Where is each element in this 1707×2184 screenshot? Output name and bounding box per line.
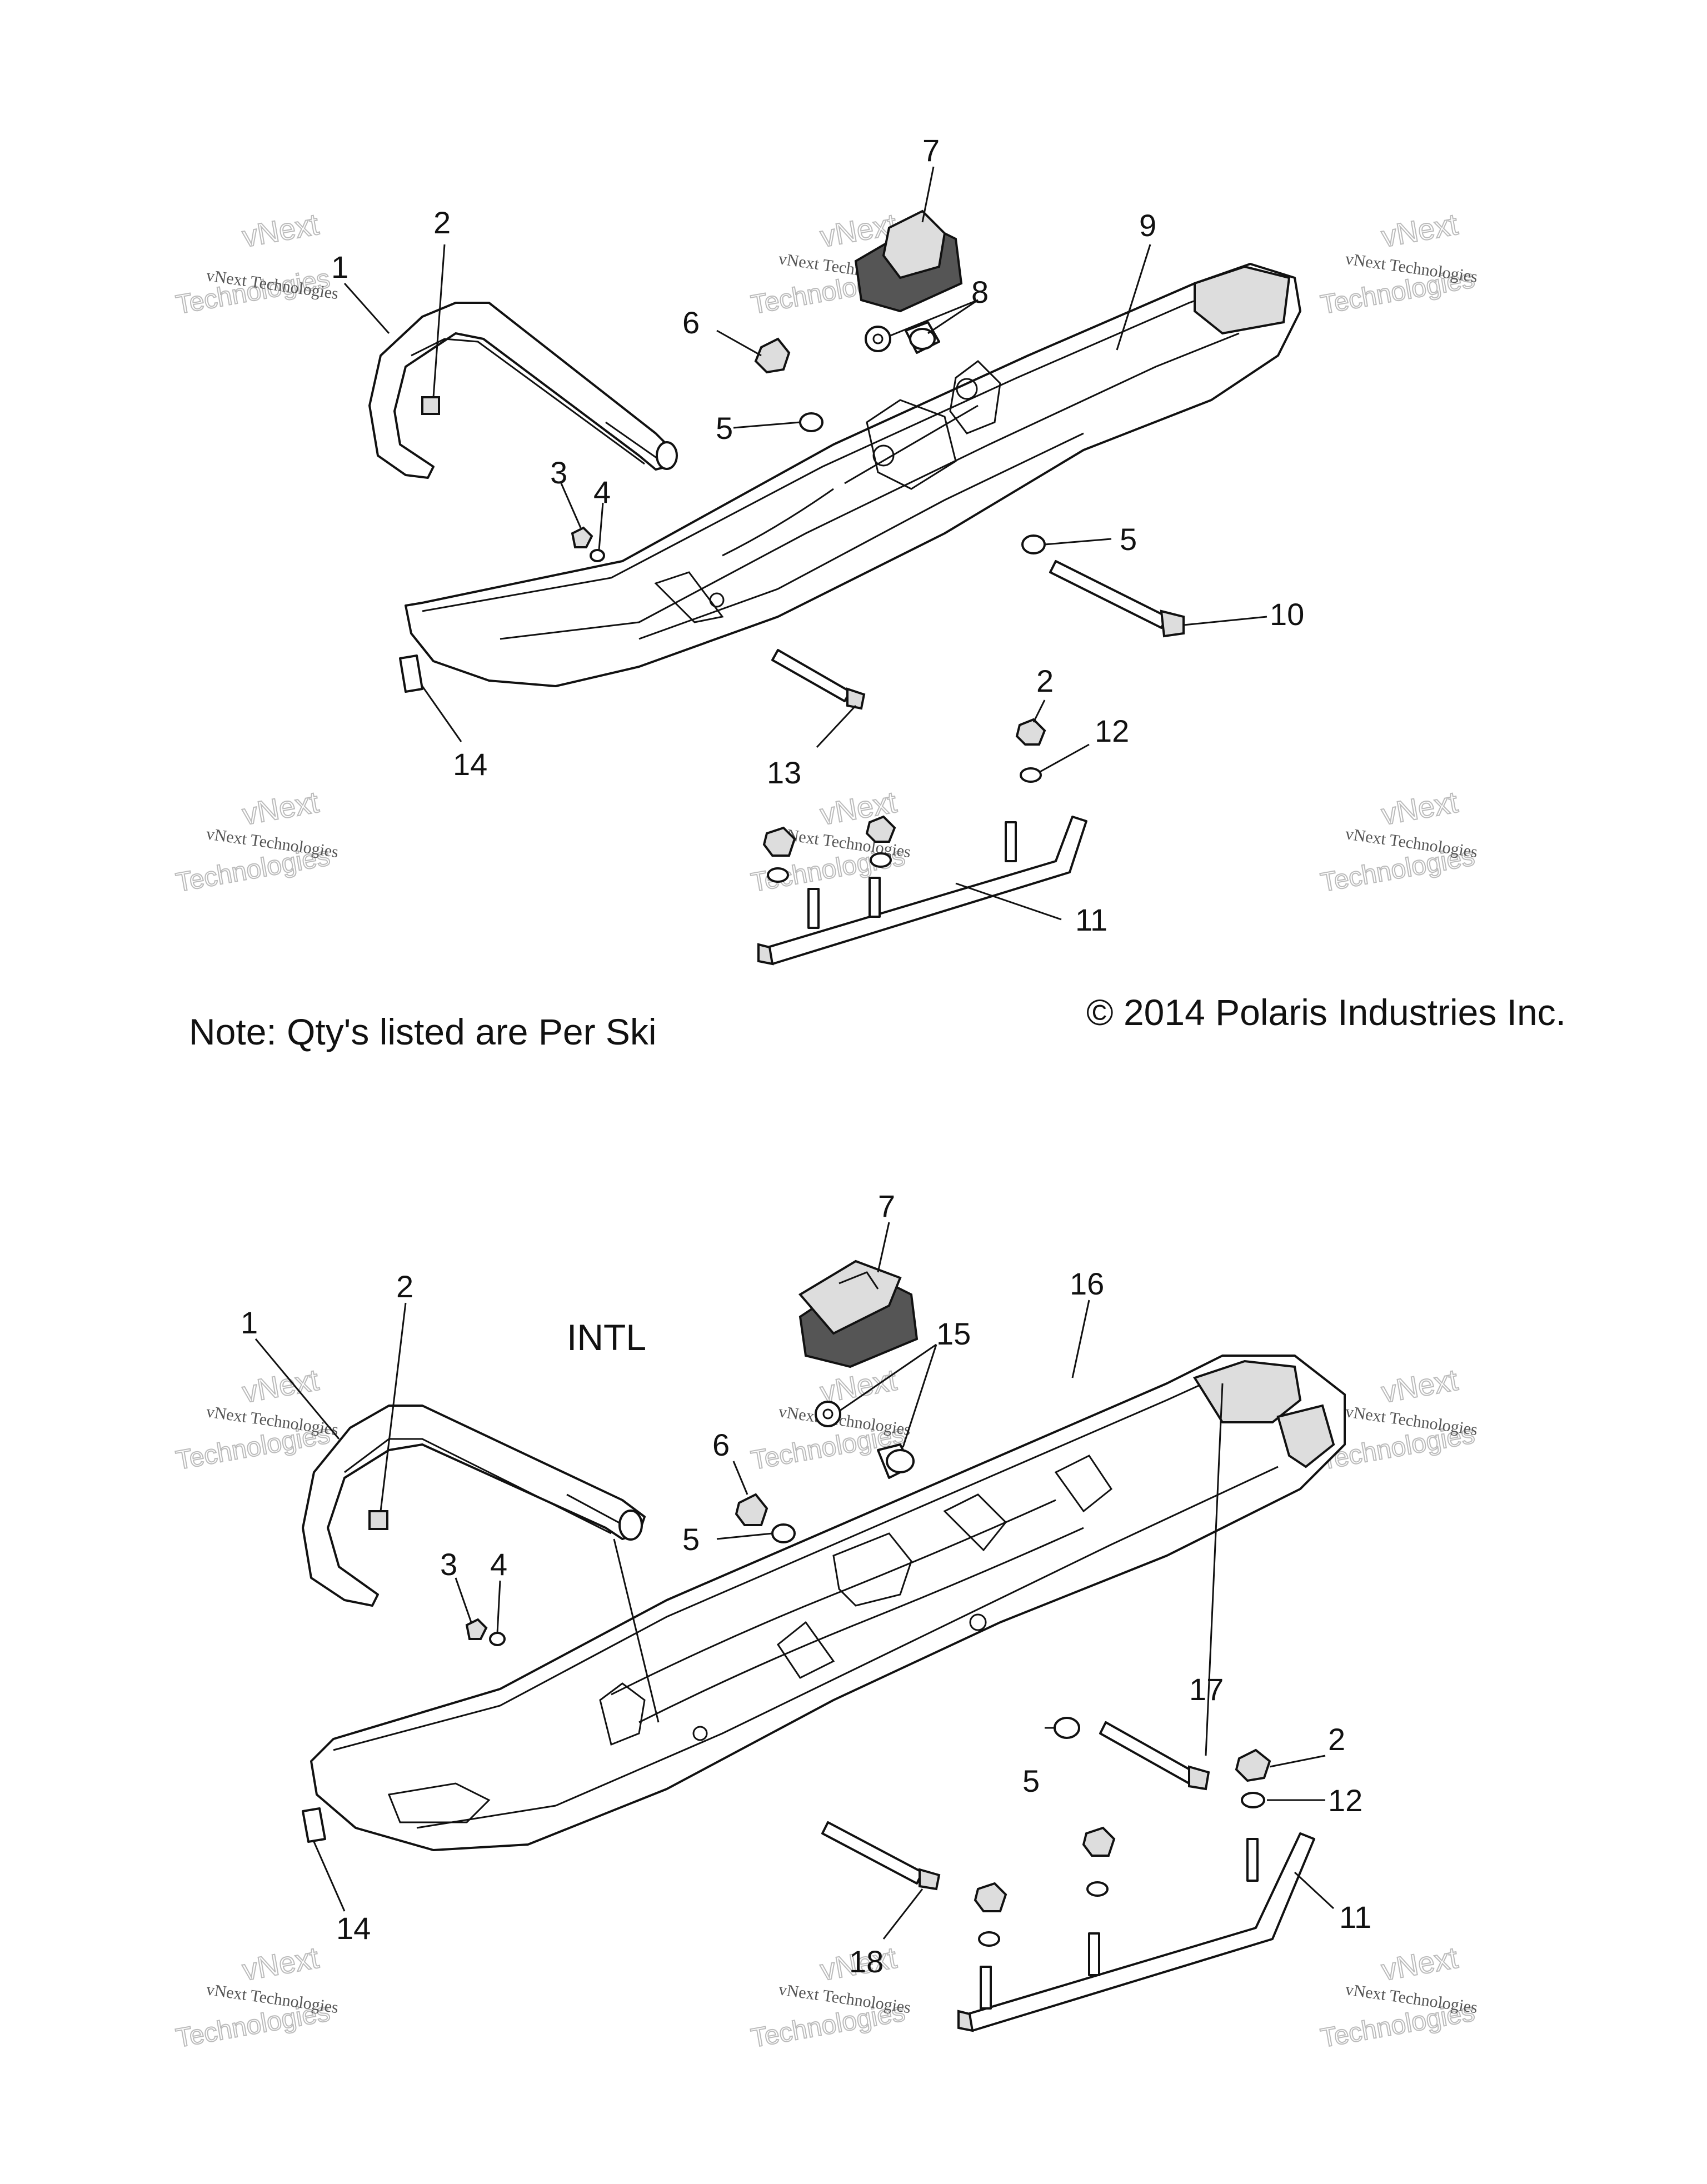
- ski-body-top: [405, 263, 1301, 687]
- callout-top-5b: 5: [1120, 522, 1137, 557]
- watermark-text: vNext: [1379, 786, 1460, 832]
- pin-14-bottom: [302, 1807, 326, 1843]
- pin-14-top: [399, 654, 423, 693]
- washer-5-top-lower: [1021, 534, 1046, 554]
- callout-top-5a: 5: [716, 411, 733, 446]
- bolt-13-top: [771, 649, 866, 710]
- callout-bottom-14: 14: [336, 1911, 371, 1946]
- leader-lines-top: [343, 166, 1267, 921]
- callout-bottom-17: 17: [1189, 1672, 1224, 1707]
- copyright-text: © 2014 Polaris Industries Inc.: [1086, 992, 1566, 1033]
- bushing-8-top: [865, 321, 940, 354]
- washer-runner-2: [870, 852, 892, 868]
- callout-top-6: 6: [682, 305, 700, 340]
- washer-5-top-upper: [799, 412, 823, 432]
- washer-4-top: [590, 549, 605, 562]
- watermark-text: vNext: [1379, 208, 1460, 254]
- nut-runner-1: [762, 826, 796, 857]
- washer-runner-b2: [1086, 1881, 1109, 1897]
- watermark-top-right: vNext Technologies vNext Technologies: [1318, 207, 1479, 321]
- nut-runner-2: [865, 815, 896, 843]
- callout-bottom-7: 7: [878, 1188, 895, 1223]
- callout-top-12: 12: [1095, 713, 1129, 748]
- nut-6-top: [754, 337, 791, 374]
- top-assembly: 1 2 3 4 5 5 6 7 8 9 10 11 12 13 14 2: [331, 133, 1304, 966]
- callout-bottom-5b: 5: [1022, 1763, 1040, 1798]
- callout-bottom-2: 2: [396, 1269, 413, 1304]
- watermark-mid-right: vNext Technologies vNext Technologies: [1318, 785, 1479, 898]
- callout-top-2: 2: [433, 205, 451, 240]
- watermark-text: vNext: [1379, 1941, 1460, 1987]
- watermark-bottom-left: vNext Technologies vNext Technologies: [173, 1941, 340, 2054]
- nut-3-bottom: [465, 1618, 488, 1640]
- nut-6-bottom: [735, 1493, 768, 1526]
- ski-runner-top: [757, 816, 1087, 966]
- watermark-top-left: vNext Technologies vNext Technologies: [173, 207, 340, 321]
- washer-4-bottom: [489, 1632, 506, 1646]
- washer-12-bottom: [1241, 1792, 1265, 1808]
- callout-top-13: 13: [767, 755, 801, 790]
- callout-bottom-6: 6: [712, 1427, 730, 1462]
- callout-bottom-16: 16: [1070, 1266, 1104, 1301]
- callout-bottom-1: 1: [241, 1305, 258, 1340]
- callout-bottom-11: 11: [1339, 1900, 1371, 1935]
- callout-top-10: 10: [1270, 597, 1304, 632]
- ski-runner-bottom: [957, 1832, 1315, 2032]
- watermark-text: vNext: [1379, 1363, 1460, 1410]
- watermark-text: vNext: [240, 786, 321, 832]
- callout-top-9: 9: [1139, 208, 1156, 243]
- callout-top-2b: 2: [1036, 663, 1054, 698]
- bottom-assembly: INTL: [241, 1188, 1371, 2032]
- callout-bottom-12: 12: [1328, 1783, 1362, 1818]
- callout-bottom-15: 15: [936, 1316, 971, 1351]
- ski-saddle-block-bottom: [798, 1260, 919, 1368]
- watermark-text: vNext: [240, 1941, 321, 1987]
- bolt-18-bottom: [821, 1821, 941, 1891]
- callout-top-14: 14: [453, 747, 487, 782]
- washer-runner-1: [767, 867, 789, 883]
- washer-12-top: [1020, 767, 1042, 783]
- watermark-lower-left: vNext Technologies vNext Technologies: [173, 1363, 340, 1476]
- callout-top-11: 11: [1075, 902, 1107, 937]
- callout-bottom-18: 18: [849, 1944, 884, 1979]
- washer-5-bottom-upper: [771, 1523, 796, 1543]
- bolt-10-top: [1049, 560, 1185, 638]
- nut-runner-b2: [1082, 1826, 1116, 1857]
- watermark-text: vNext: [240, 208, 321, 254]
- callouts-top: 1 2 3 4 5 5 6 7 8 9 10 11 12 13 14 2: [331, 133, 1304, 937]
- note-text: Note: Qty's listed are Per Ski: [189, 1011, 657, 1052]
- nut-3-top: [571, 526, 593, 548]
- nut-runner-b1: [974, 1882, 1007, 1912]
- callout-bottom-3: 3: [440, 1547, 457, 1582]
- callout-top-1: 1: [331, 249, 348, 284]
- callout-top-4: 4: [593, 474, 611, 509]
- callout-top-3: 3: [550, 455, 567, 490]
- nut-2-bottom-right: [1235, 1748, 1271, 1782]
- nut-2-bottom: [368, 1510, 388, 1530]
- watermark-bottom-right: vNext Technologies vNext Technologies: [1318, 1941, 1479, 2054]
- intl-label: INTL: [567, 1317, 646, 1358]
- ski-handle-top: [368, 302, 678, 479]
- callout-bottom-4: 4: [490, 1547, 507, 1582]
- ski-saddle-block-top: [854, 209, 963, 313]
- bushing-15-bottom: [815, 1401, 915, 1479]
- nut-2-top-right: [1015, 718, 1046, 746]
- bolt-17-bottom: [1099, 1721, 1210, 1791]
- leader-lines-bottom: [254, 1222, 1335, 1940]
- callouts-bottom: 1 2 3 4 5 5 6 7 15 16 17 2 12 11 14 18: [241, 1188, 1371, 1979]
- ski-body-bottom: [310, 1355, 1346, 1851]
- callout-bottom-5a: 5: [682, 1522, 700, 1557]
- watermark-mid-left: vNext Technologies vNext Technologies: [173, 785, 340, 898]
- callout-top-7: 7: [922, 133, 940, 168]
- callout-top-8: 8: [971, 274, 989, 309]
- ski-handle-bottom: [302, 1405, 646, 1607]
- callout-bottom-2b: 2: [1328, 1722, 1345, 1757]
- washer-runner-b1: [978, 1931, 1000, 1947]
- watermark-bottom-center: vNext Technologies vNext Technologies: [748, 1941, 912, 2054]
- nut-2-top: [421, 396, 440, 415]
- washer-5-bottom-lower: [1054, 1717, 1080, 1739]
